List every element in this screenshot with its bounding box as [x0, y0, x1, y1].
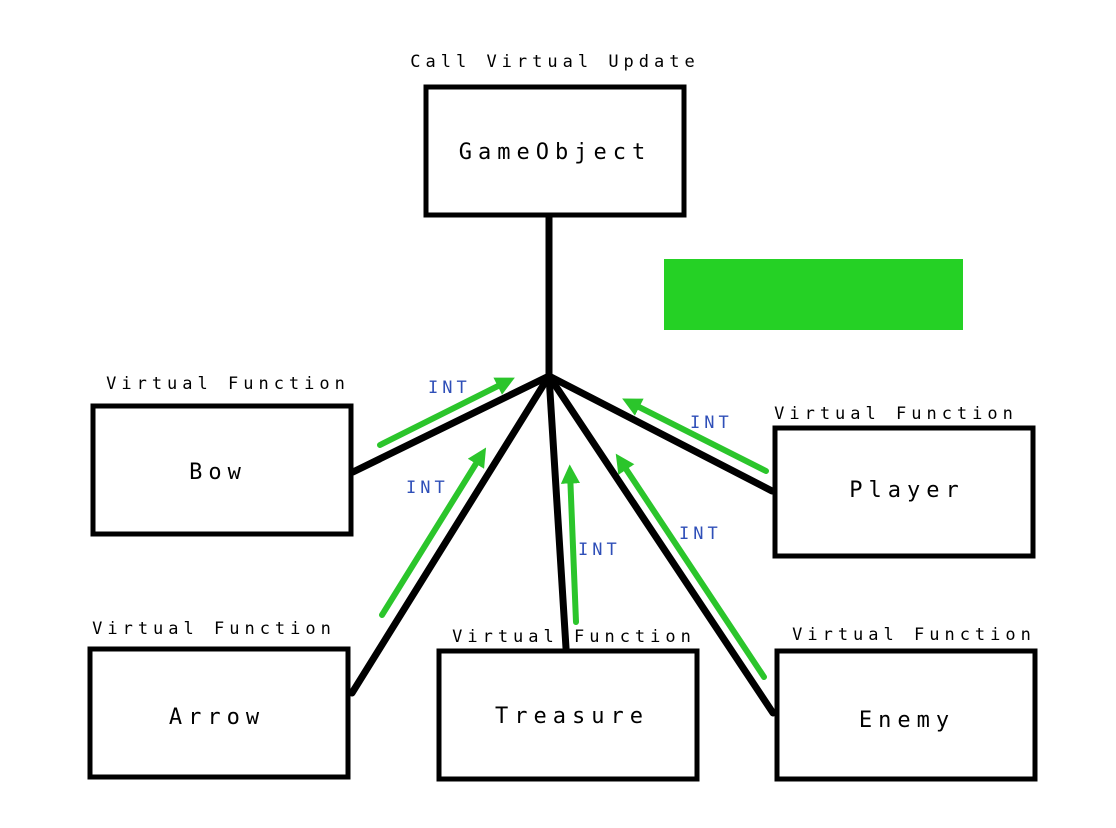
call-arrow-player	[622, 398, 769, 474]
edge-label-arrow: INT	[406, 478, 449, 498]
node-box	[423, 84, 687, 218]
node-box	[772, 425, 1036, 559]
green-block	[664, 259, 963, 330]
edge-label-treasure: INT	[578, 540, 621, 560]
node-player: Player	[772, 425, 1036, 559]
call-arrow-treasure	[560, 464, 581, 625]
node-arrow: Arrow	[87, 646, 351, 780]
node-gameobject: GameObject	[423, 84, 687, 218]
node-caption: Virtual Function	[774, 404, 1018, 424]
node-label: Arrow	[169, 705, 265, 730]
edge-label-player: INT	[690, 413, 733, 433]
node-box	[87, 646, 351, 780]
node-box	[436, 648, 700, 782]
node-caption: Virtual Function	[106, 374, 350, 394]
node-box	[90, 403, 354, 537]
edge-treasure	[545, 372, 570, 652]
edge-player	[545, 372, 776, 495]
node-label: Enemy	[859, 708, 955, 733]
connector-lines	[348, 213, 777, 717]
node-label: GameObject	[459, 140, 651, 165]
call-arrow-arrow	[379, 447, 487, 618]
edge-label-bow: INT	[428, 378, 471, 398]
node-caption: Virtual Function	[92, 619, 336, 639]
node-label: Player	[849, 478, 964, 503]
node-label: Treasure	[495, 704, 649, 729]
node-treasure: Treasure	[436, 648, 700, 782]
call-arrow-enemy	[615, 453, 767, 680]
call-arrow-bow	[377, 377, 515, 448]
node-label: Bow	[189, 460, 247, 485]
node-caption: Virtual Function	[792, 625, 1036, 645]
call-arrows	[377, 377, 769, 680]
node-caption: Call Virtual Update	[410, 52, 699, 72]
edge-labels: INT INT INT INT INT	[406, 378, 733, 560]
edge-label-enemy: INT	[679, 524, 722, 544]
node-bow: Bow	[90, 403, 354, 537]
edge-bow	[349, 372, 553, 476]
edge-arrow	[348, 372, 553, 697]
edge-enemy	[545, 372, 777, 717]
node-caption: Virtual Function	[452, 627, 696, 647]
node-box	[774, 648, 1038, 782]
node-enemy: Enemy	[774, 648, 1038, 782]
